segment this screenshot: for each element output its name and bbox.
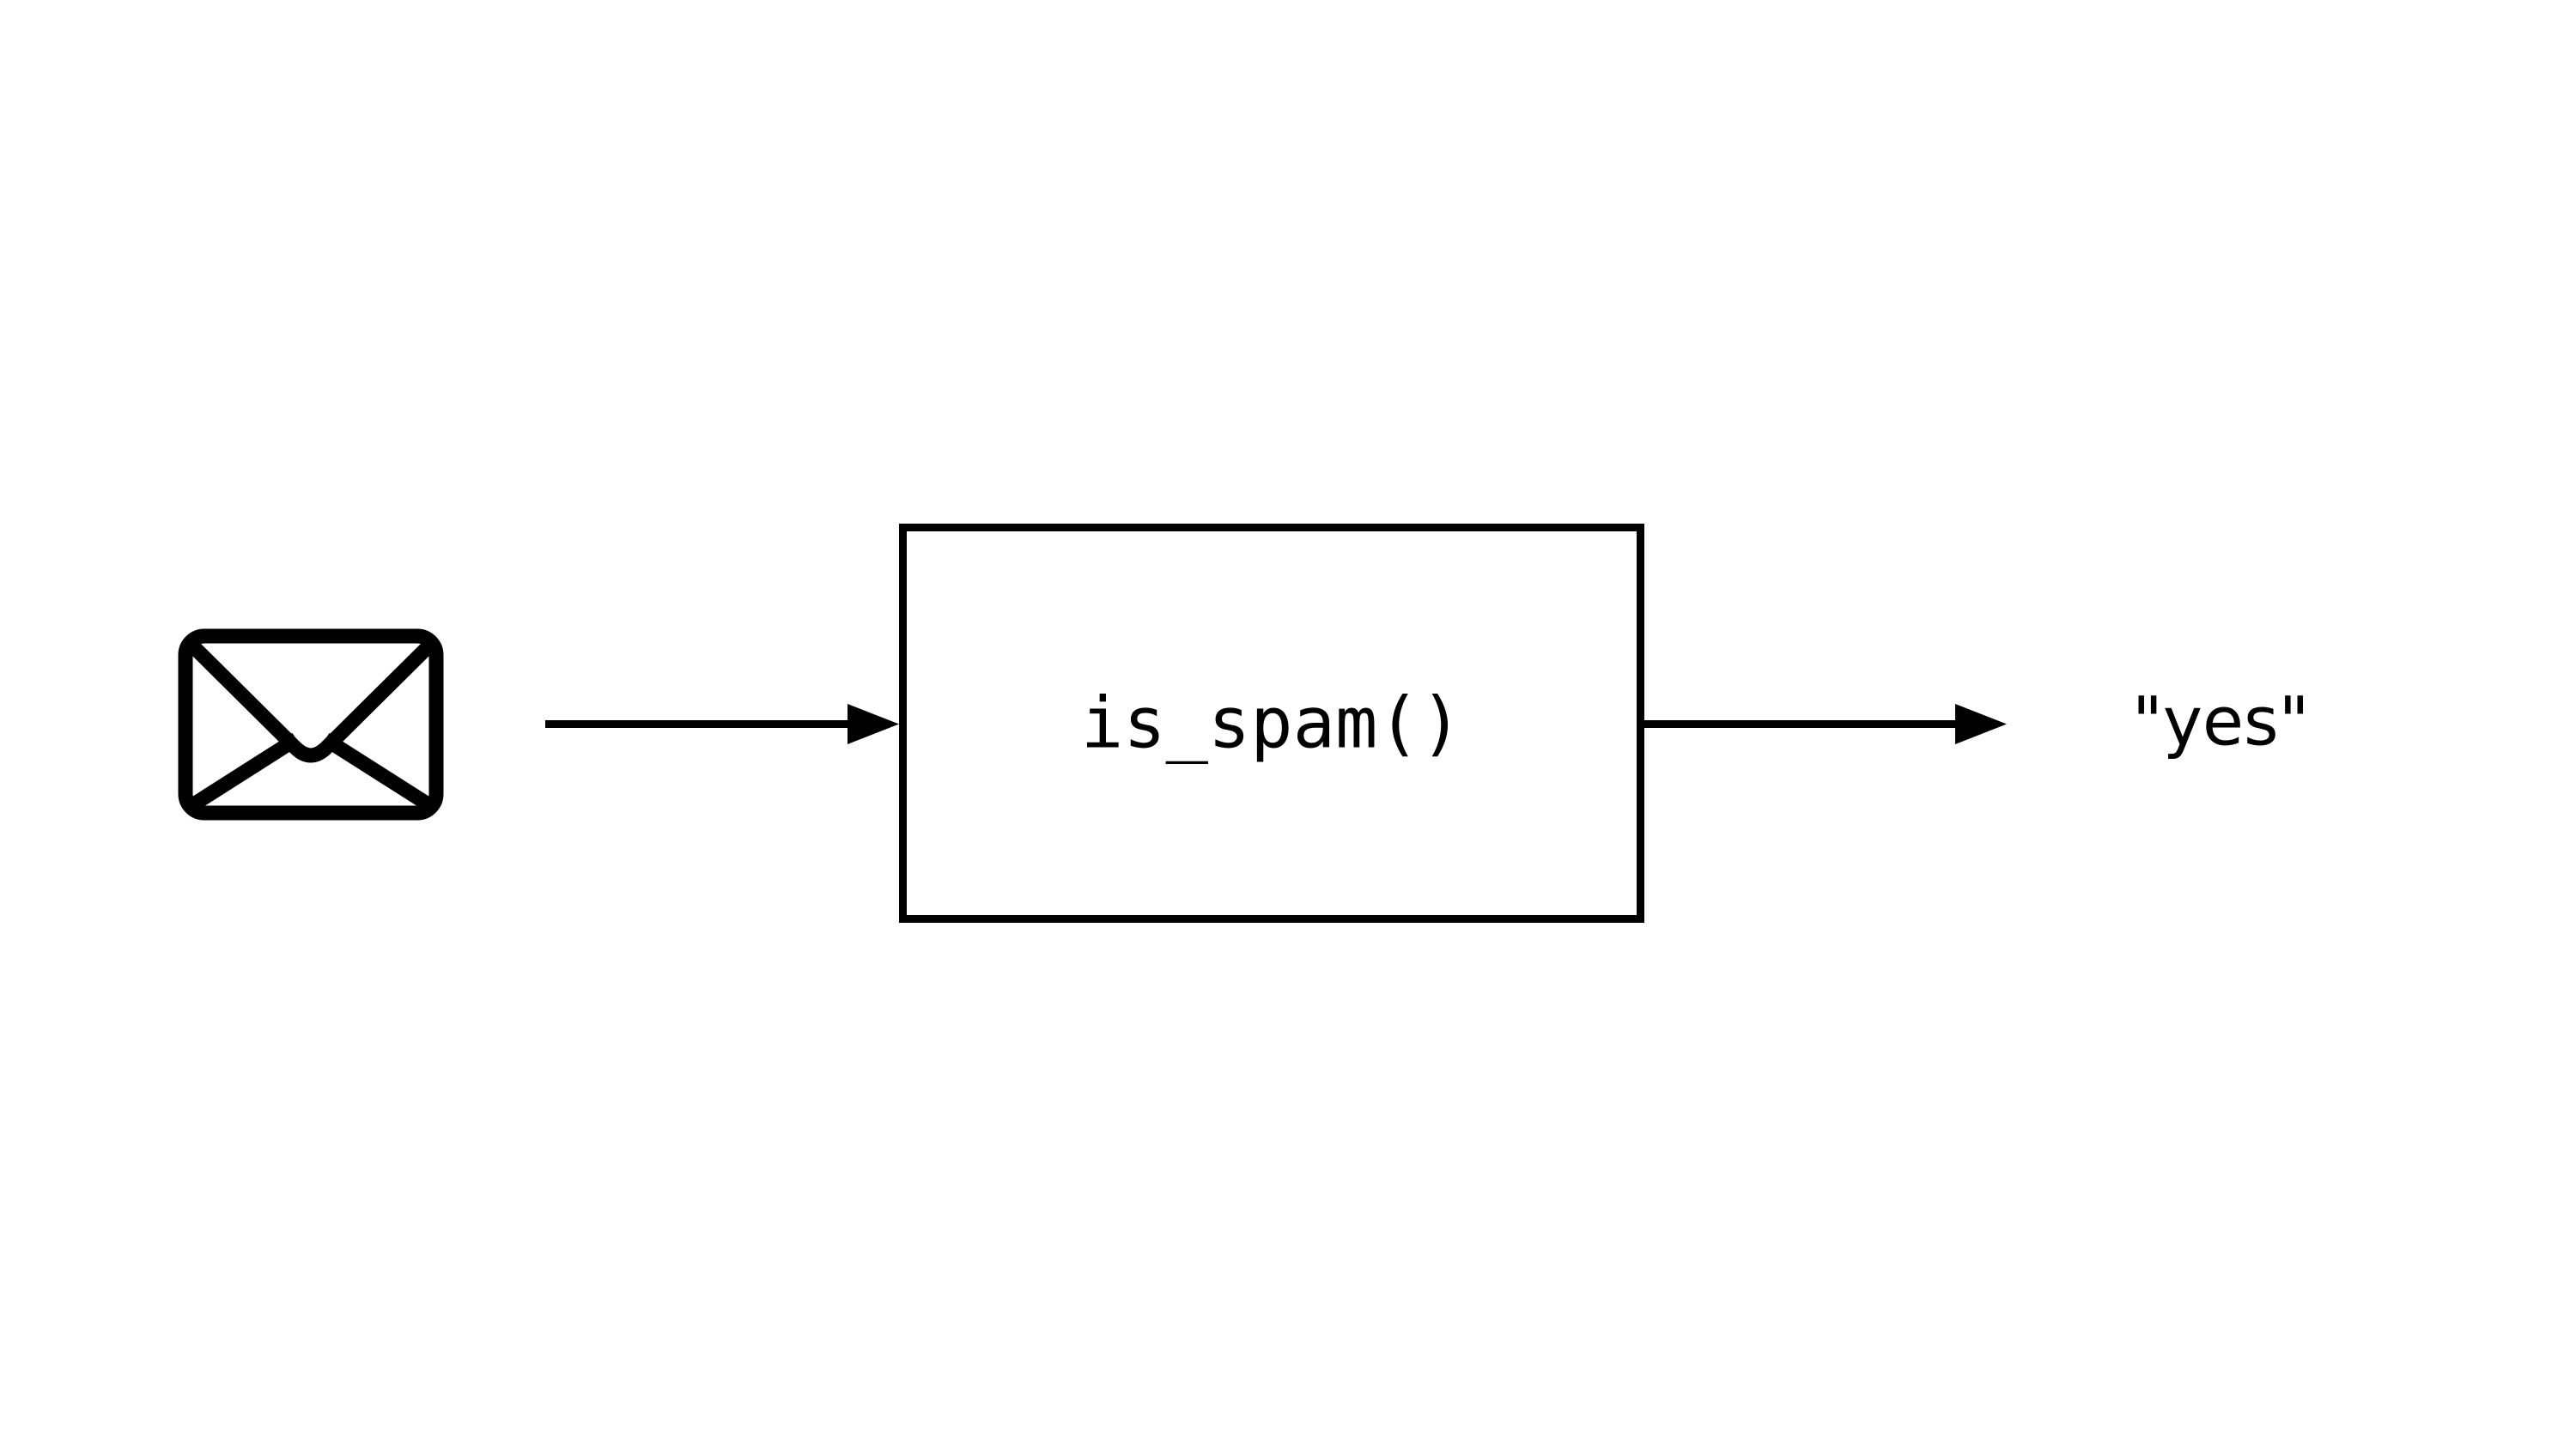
edge-box-to-output: [1644, 704, 2007, 744]
process-box-rect: [899, 524, 1644, 923]
envelope-flap-icon: [185, 638, 436, 763]
process-box-label: is_spam(): [1081, 682, 1462, 764]
arrow-head-input-triangle-icon: [848, 704, 899, 744]
is-spam-box[interactable]: is_spam(): [899, 524, 1644, 923]
output-value-label: "yes": [2132, 683, 2310, 761]
edge-envelope-to-box-head: [545, 692, 903, 757]
envelope-crease-right-icon: [321, 732, 434, 812]
arrow-head-output-triangle-icon: [1955, 704, 2007, 744]
envelope-body-icon: [178, 628, 444, 821]
envelope-icon[interactable]: [178, 628, 444, 821]
envelope-crease-left-icon: [188, 732, 301, 812]
